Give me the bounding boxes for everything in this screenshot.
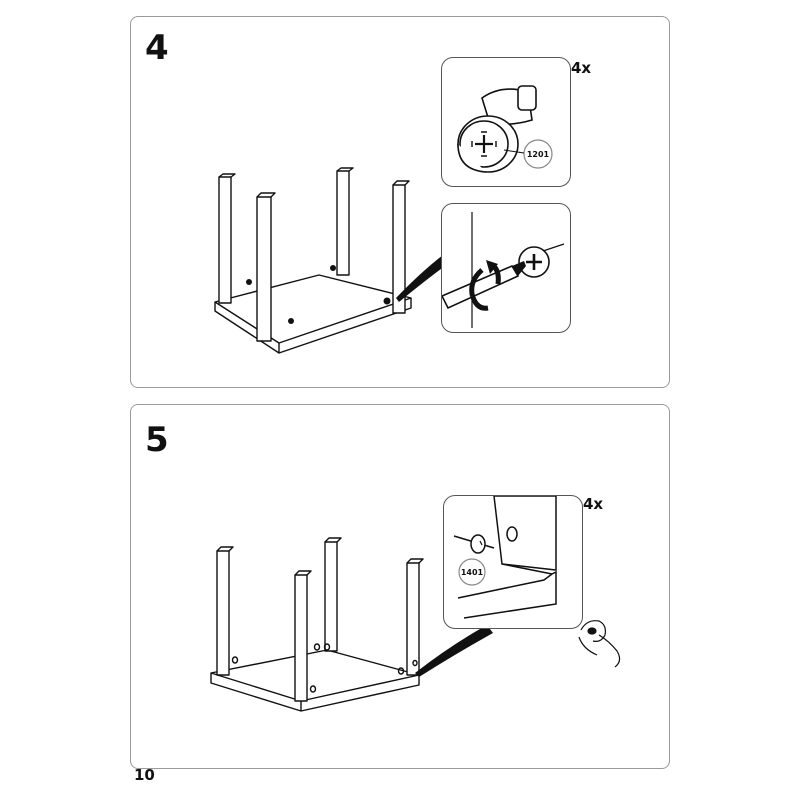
table-leg (256, 196, 272, 342)
cap-hole (231, 656, 239, 664)
table-leg (218, 176, 232, 304)
step-5-panel: 5 4x (130, 404, 670, 769)
table-leg (324, 541, 338, 652)
hand-icon (578, 620, 621, 668)
screw-head (518, 246, 550, 278)
leader-line (396, 255, 449, 302)
bolt (288, 318, 294, 324)
table-assembly-illustration (214, 167, 449, 354)
bolt (330, 265, 336, 271)
bolt-detail-illustration: 1201 (457, 85, 553, 173)
cap-hole (397, 667, 405, 675)
screwdriver-detail-illustration (442, 212, 565, 328)
quantity-label: 4x (571, 59, 592, 77)
part-number: 1201 (527, 150, 550, 159)
bolt-detail-callout: 1201 (441, 57, 571, 187)
cap-detail-illustration: 1401 (453, 496, 557, 619)
page-number: 10 (134, 766, 155, 784)
part-number: 1401 (461, 568, 484, 577)
table-leg (216, 550, 230, 676)
step-4-panel: 4 4x (130, 16, 670, 388)
cap-hole (506, 526, 518, 542)
cap-hole (309, 685, 317, 693)
cap-hole (313, 643, 321, 651)
bolt (246, 279, 252, 285)
table-leg (392, 184, 406, 314)
bolt (383, 297, 391, 305)
table-assembly-illustration (210, 537, 621, 712)
leader-line (415, 625, 493, 677)
step-number: 4 (145, 28, 169, 68)
table-leg (336, 170, 350, 276)
table-leg (406, 562, 420, 676)
part-number-badge: 1401 (458, 558, 486, 586)
table-leg (294, 574, 308, 702)
step-number: 5 (145, 420, 169, 460)
screwdriver-icon (442, 261, 526, 310)
cap-part (470, 534, 486, 554)
cap-detail-callout: 1401 (443, 495, 583, 629)
screwdriver-detail-callout (441, 203, 571, 333)
quantity-label: 4x (583, 495, 604, 513)
part-number-badge: 1201 (503, 139, 553, 169)
